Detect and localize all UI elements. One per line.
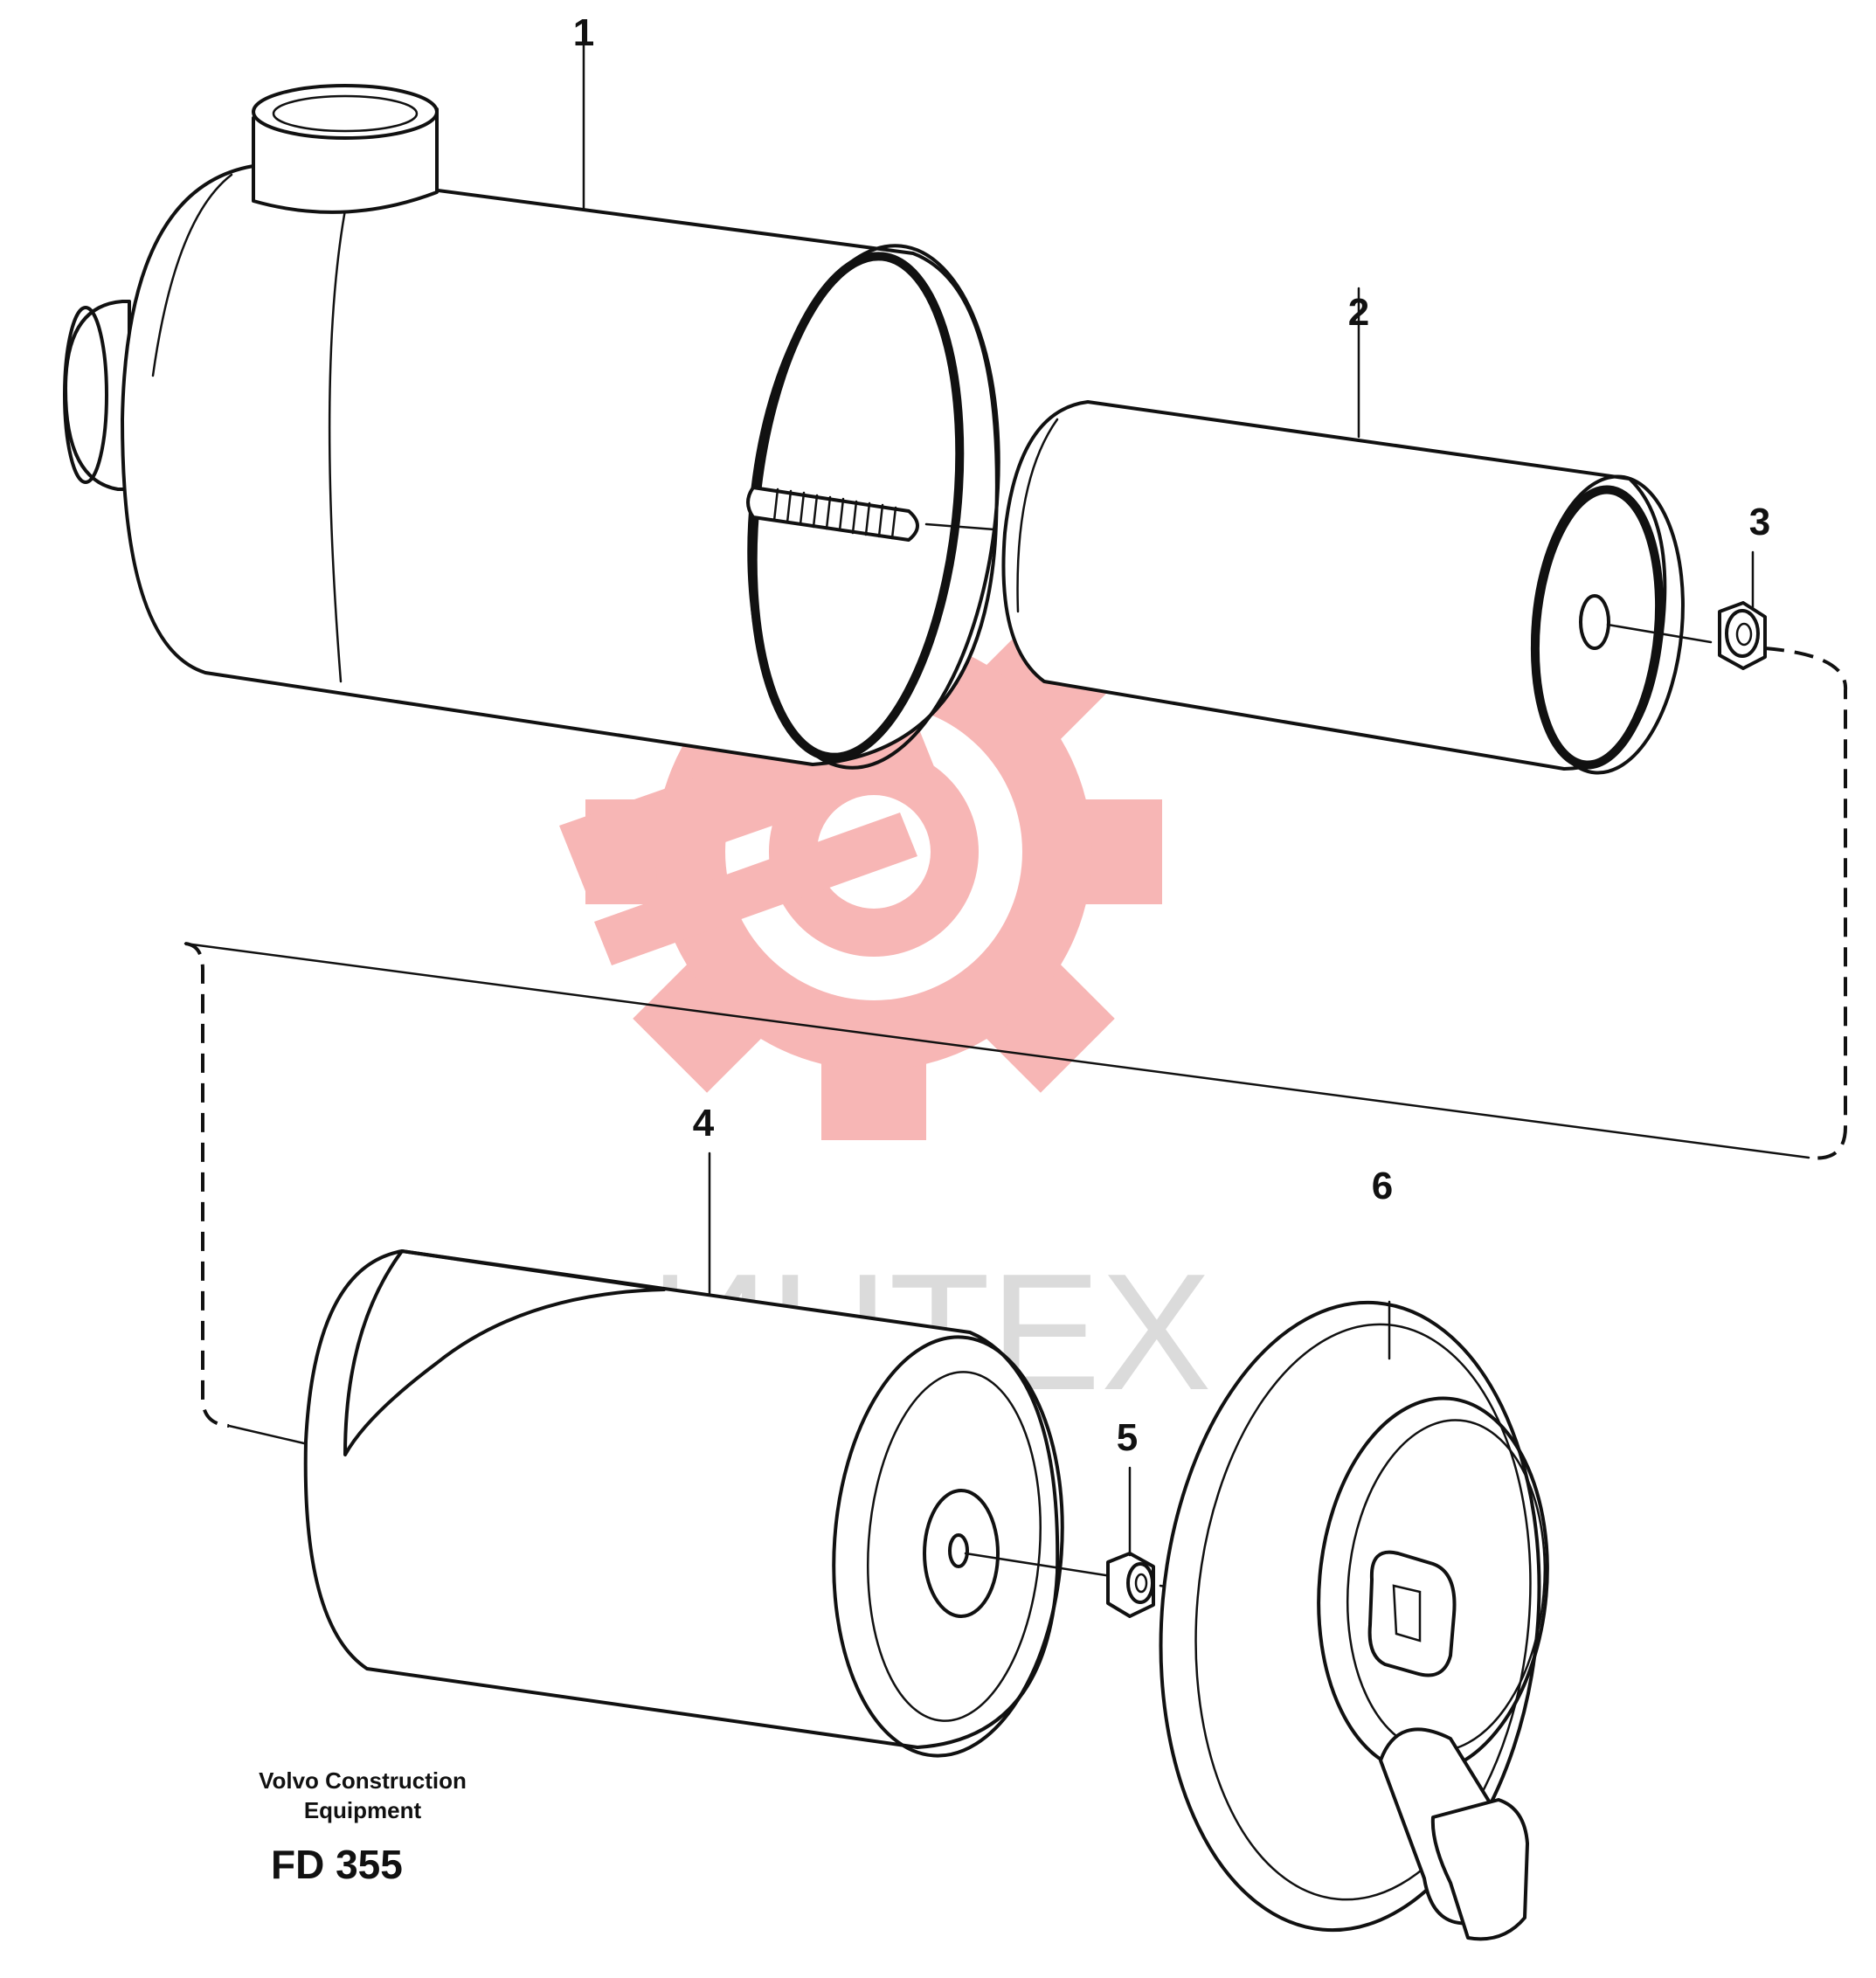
callout-4: 4 xyxy=(693,1102,715,1145)
brand-line-1: Volvo Construction xyxy=(259,1767,467,1794)
callout-6: 6 xyxy=(1372,1165,1393,1207)
assembly-path-dashed-right xyxy=(1764,647,1848,1160)
part-1-filter-housing xyxy=(63,44,1000,770)
part-5-nut xyxy=(1106,1466,1201,1618)
part-3-nut xyxy=(1718,550,1767,670)
callout-3: 3 xyxy=(1749,501,1770,543)
callout-1: 1 xyxy=(573,11,594,54)
brand-line-2: Equipment xyxy=(304,1797,422,1823)
figure-code: FD 355 xyxy=(271,1842,403,1887)
assembly-path-diagonal xyxy=(183,942,1810,1159)
assembly-path-dashed-left xyxy=(184,942,230,1428)
part-6-end-cover xyxy=(1159,1300,1549,1941)
part-2-safety-filter xyxy=(1001,287,1713,775)
callout-5: 5 xyxy=(1117,1416,1138,1459)
callout-2: 2 xyxy=(1348,291,1369,334)
assembly-path-to-filter4 xyxy=(227,1424,306,1445)
part-4-main-filter xyxy=(303,1152,1118,1758)
